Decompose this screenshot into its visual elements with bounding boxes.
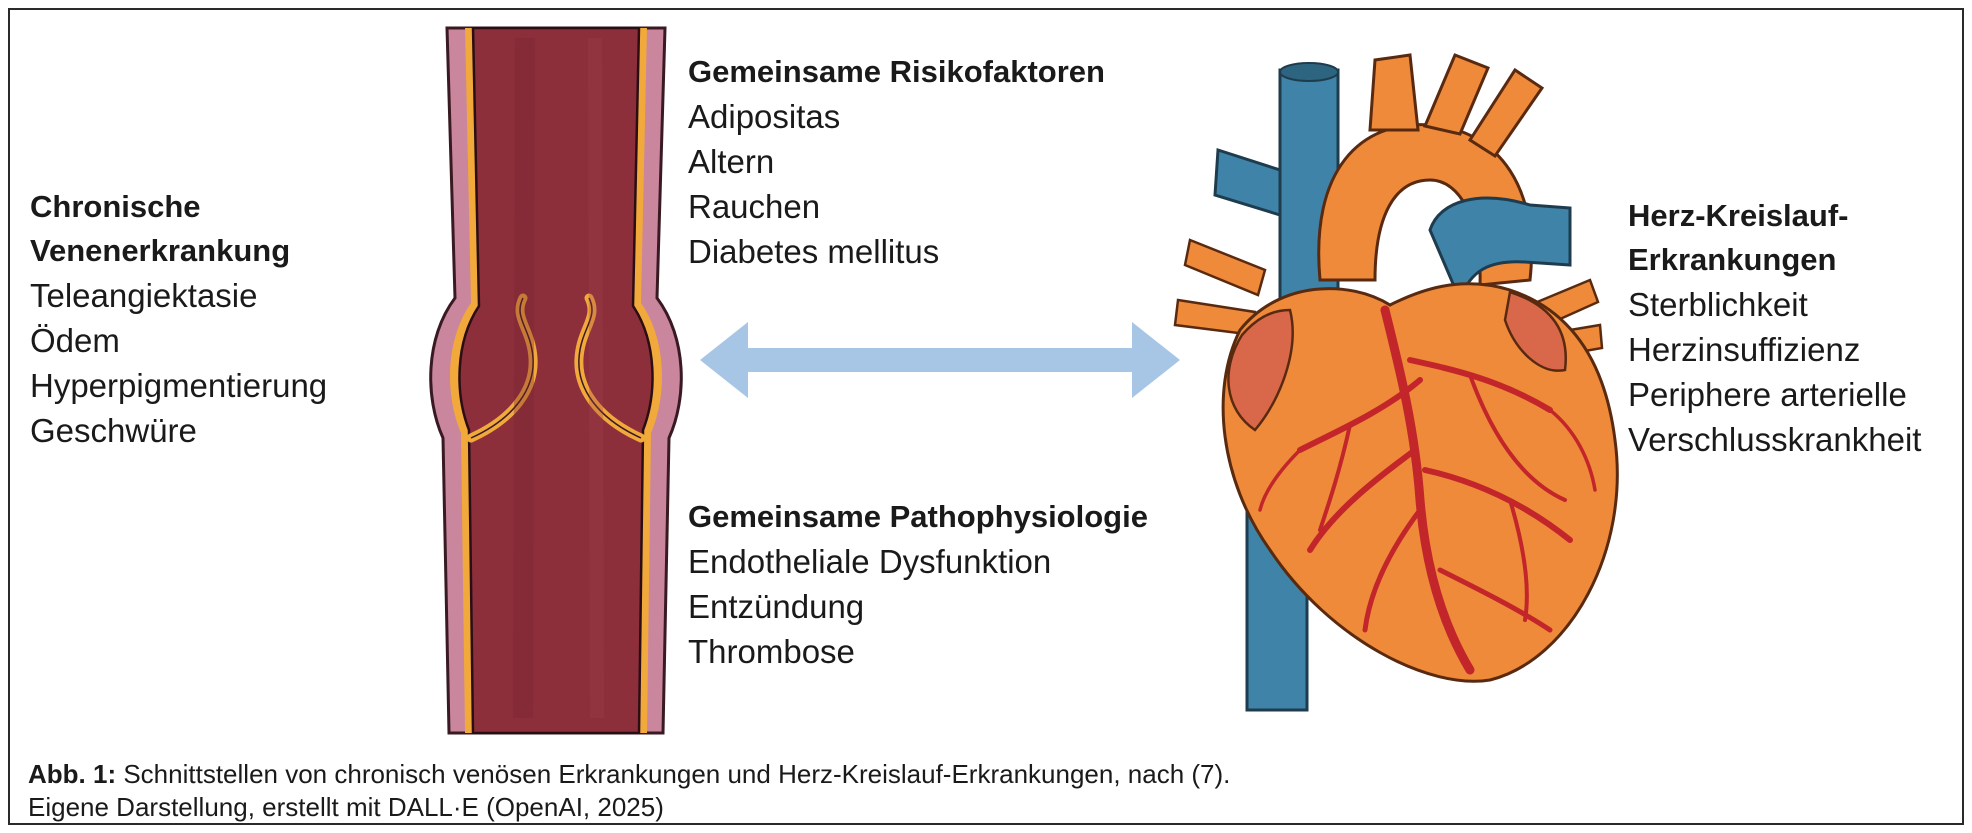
pathophysiology-heading: Gemeinsame Pathophysiologie	[688, 499, 1148, 534]
chronic-venous-heading: Chronische Venenerkrankung	[30, 189, 291, 268]
cardiovascular-item: Sterblichkeit	[1628, 286, 1808, 323]
chronic-venous-item: Teleangiektasie	[30, 277, 258, 314]
cardiovascular-heading: Herz-Kreislauf-Erkrankungen	[1628, 198, 1849, 277]
risk-factor-item: Altern	[688, 143, 775, 180]
chronic-venous-block: Chronische Venenerkrankung Teleangiektas…	[30, 185, 430, 453]
caption-label: Abb. 1:	[28, 759, 117, 789]
caption-line-1: Abb. 1: Schnittstellen von chronisch ven…	[28, 758, 1928, 791]
pathophysiology-item: Entzündung	[688, 588, 865, 625]
coronary-vessels	[1258, 305, 1597, 675]
left-atrium	[1227, 308, 1294, 432]
chronic-venous-item: Ödem	[30, 322, 120, 359]
caption-text-1: Schnittstellen von chronisch venösen Erk…	[123, 759, 1231, 789]
risk-factor-item: Diabetes mellitus	[688, 233, 940, 270]
double-arrow	[700, 322, 1180, 398]
pathophysiology-item: Thrombose	[688, 633, 855, 670]
risk-factor-item: Adipositas	[688, 98, 841, 135]
vein-illustration	[429, 26, 683, 735]
aorta-branch-2	[1422, 53, 1490, 136]
pathophysiology-item: Endotheliale Dysfunktion	[688, 543, 1052, 580]
heart-illustration	[1173, 53, 1619, 712]
aorta-branch-3	[1467, 67, 1545, 159]
vein-lumen	[458, 26, 654, 735]
figure-caption: Abb. 1: Schnittstellen von chronisch ven…	[28, 758, 1928, 823]
pulmonary-artery-right	[1428, 196, 1572, 305]
cardiovascular-block: Herz-Kreislauf-Erkrankungen Sterblichkei…	[1628, 194, 1958, 462]
right-atrium	[1503, 290, 1567, 372]
aorta-branch-1	[1368, 53, 1420, 132]
caption-line-2: Eigene Darstellung, erstellt mit DALL·E …	[28, 792, 664, 822]
cardiovascular-item: Periphere arterielle Verschlusskrankheit	[1628, 376, 1922, 458]
double-arrow-shape	[700, 322, 1180, 398]
figure-frame: Chronische Venenerkrankung Teleangiektas…	[8, 8, 1964, 825]
risk-factor-item: Rauchen	[688, 188, 821, 225]
risk-factors-heading: Gemeinsame Risikofaktoren	[688, 54, 1105, 89]
pulmonary-vessel-left	[1213, 147, 1282, 218]
risk-factors-block: Gemeinsame Risikofaktoren Adipositas Alt…	[688, 50, 1248, 274]
cardiovascular-item: Herzinsuffizienz	[1628, 331, 1861, 368]
pathophysiology-block: Gemeinsame Pathophysiologie Endotheliale…	[688, 495, 1248, 674]
chronic-venous-item: Geschwüre	[30, 412, 197, 449]
chronic-venous-item: Hyperpigmentierung	[30, 367, 328, 404]
